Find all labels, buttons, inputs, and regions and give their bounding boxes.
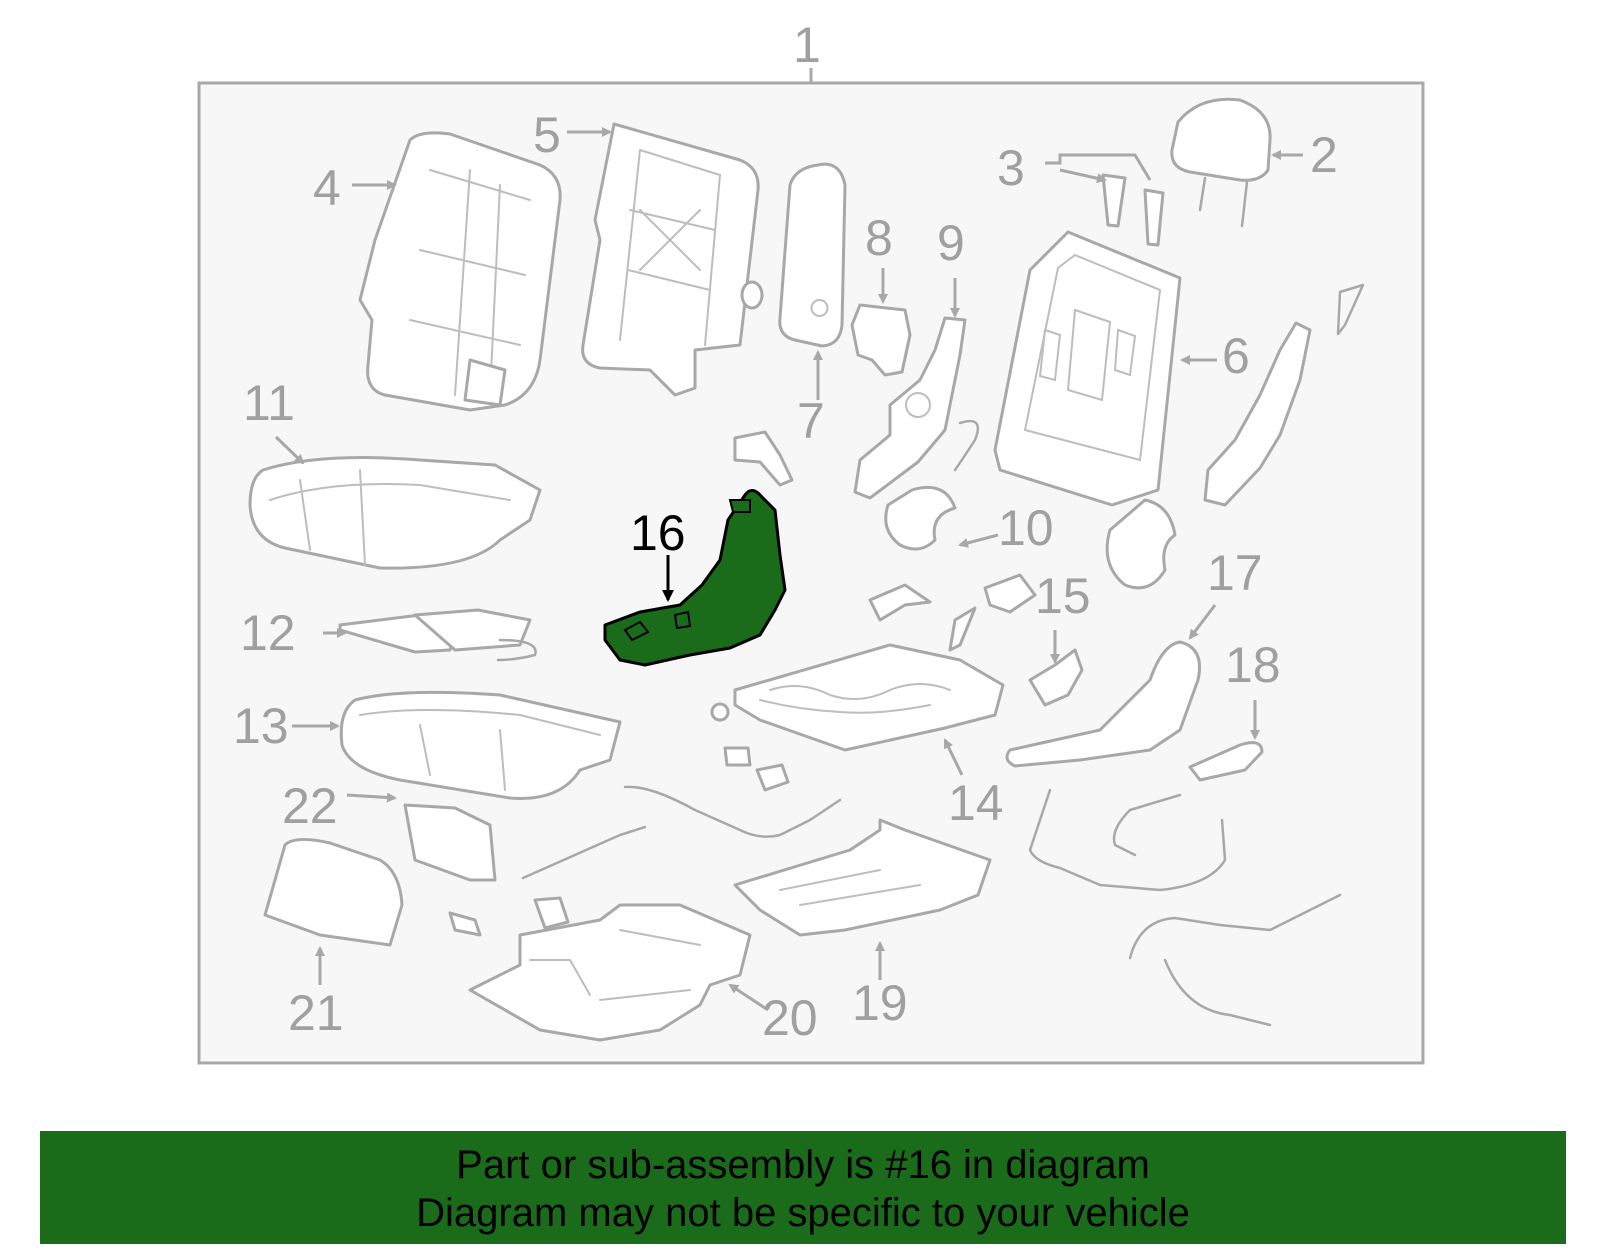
banner-part-line: Part or sub-assembly is #16 in diagram [456, 1143, 1150, 1187]
callout-11: 11 [243, 375, 295, 431]
part-14-seat-frame [733, 643, 1005, 752]
part-bolt [448, 911, 482, 937]
part-cable-a [623, 785, 842, 838]
callout-1: 1 [793, 17, 821, 73]
callout-6: 6 [1222, 328, 1250, 384]
leader-lines [274, 127, 1303, 1012]
part-19-pan [733, 818, 992, 937]
part-7-clip [733, 430, 794, 487]
part-spring [953, 419, 980, 472]
callout-10: 10 [998, 500, 1054, 556]
callout-7: 7 [797, 393, 825, 449]
part-7-armrest [778, 162, 847, 348]
part-wiring-harness [1128, 893, 1342, 1027]
part-bushing-2 [755, 763, 790, 792]
part-18-handle [1188, 741, 1264, 782]
callout-18: 18 [1225, 637, 1281, 693]
callout-12: 12 [240, 605, 296, 661]
part-cable-c [1112, 793, 1182, 857]
callout-16: 16 [630, 505, 686, 561]
part-cable-b [1028, 788, 1227, 892]
callout-19: 19 [852, 975, 908, 1031]
part-7-grommet [740, 280, 764, 310]
callout-labels: 1 2 3 4 5 6 7 8 9 10 11 12 13 14 15 16 1… [233, 17, 1338, 1046]
callout-21: 21 [288, 985, 344, 1041]
part-13-cushion-pad [339, 690, 622, 800]
part-16-highlighted [603, 489, 787, 667]
part-strip [1336, 283, 1365, 336]
part-9-recliner [853, 316, 967, 500]
callout-3: 3 [997, 140, 1025, 196]
callout-22: 22 [282, 778, 338, 834]
part-8-bracket [850, 303, 912, 377]
part-washer [710, 702, 730, 722]
part-22 [403, 803, 497, 882]
callout-20: 20 [762, 990, 818, 1046]
callout-4: 4 [313, 160, 341, 216]
part-2-headrest [1170, 97, 1272, 228]
part-bracket-c [983, 573, 1037, 614]
callout-14: 14 [948, 775, 1004, 831]
callout-2: 2 [1310, 127, 1338, 183]
part-4-seat-back-cover [358, 131, 562, 412]
part-21 [263, 838, 404, 947]
part-9-recliner-right [1203, 321, 1312, 507]
part-bracket-b [948, 606, 977, 652]
part-10-cover-right [1105, 498, 1177, 590]
part-10-cover [884, 485, 957, 551]
part-bushing [723, 746, 752, 767]
part-5-seat-back-pad [581, 122, 760, 397]
banner-disclaimer-line: Diagram may not be specific to your vehi… [416, 1191, 1190, 1235]
part-clip-20 [533, 896, 570, 930]
part-15 [1028, 648, 1084, 707]
part-6-seat-back-frame [993, 230, 1182, 507]
part-20-base [468, 903, 752, 1042]
part-12-heater [338, 608, 537, 662]
callout-15: 15 [1035, 568, 1091, 624]
callout-5: 5 [533, 107, 561, 163]
callout-13: 13 [233, 698, 289, 754]
callout-8: 8 [865, 210, 893, 266]
info-banner: Part or sub-assembly is #16 in diagram D… [40, 1131, 1566, 1244]
callout-17: 17 [1207, 545, 1263, 601]
part-bracket-a [868, 583, 932, 622]
part-17-side-shield [1005, 640, 1201, 768]
part-3-guides [1101, 173, 1165, 247]
part-11-cushion-cover [248, 456, 542, 570]
callout-9: 9 [937, 215, 965, 271]
part-strut [521, 825, 647, 880]
